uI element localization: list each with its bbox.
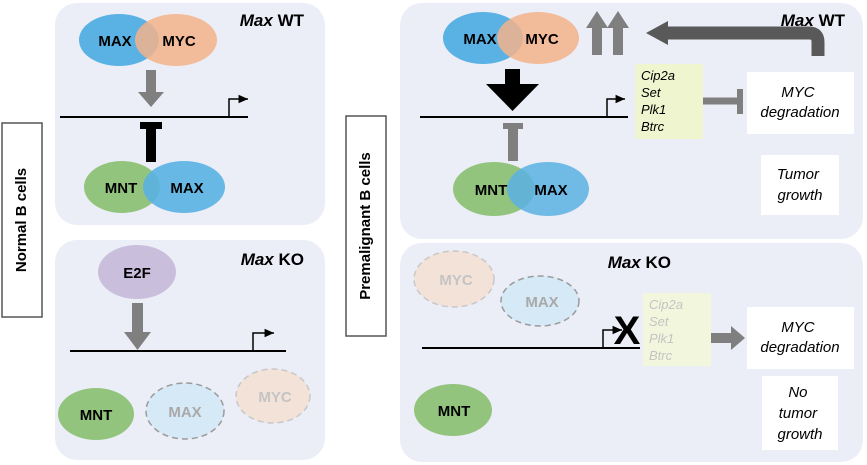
side-label-normal: Normal B cells bbox=[1, 122, 43, 318]
panel-premalignant-ko: Max KO MYC MAX X MNT Cip2a Set Plk1 Btrc… bbox=[400, 243, 863, 462]
gene-cip2a: Cip2a bbox=[649, 297, 683, 312]
max-ellipse bbox=[79, 14, 159, 66]
gene-set: Set bbox=[641, 85, 662, 100]
tss-arrow bbox=[586, 94, 625, 118]
gene-cip2a: Cip2a bbox=[641, 68, 675, 83]
gene-box-faded bbox=[643, 293, 711, 366]
gene-set: Set bbox=[649, 314, 670, 329]
no-tumor-growth-box bbox=[762, 376, 838, 450]
max-ellipse-2 bbox=[143, 161, 225, 213]
mnt-ellipse bbox=[84, 161, 160, 213]
mnt-ellipse bbox=[414, 384, 492, 436]
tss-arrow bbox=[583, 325, 622, 349]
myc-ellipse-ghost bbox=[235, 368, 311, 424]
max-ellipse-2 bbox=[507, 162, 589, 216]
feedback-arrow-head-icon bbox=[646, 21, 668, 45]
mnt-label: MNT bbox=[475, 182, 508, 199]
side-label-premalignant: Premalignant B cells bbox=[345, 115, 387, 337]
panel-premalignant-wt-title: Max WT bbox=[781, 11, 846, 30]
gene-plk1: Plk1 bbox=[641, 102, 666, 117]
inhibition-bar-icon bbox=[737, 89, 743, 114]
gene-btrc: Btrc bbox=[649, 348, 673, 363]
max2-label: MAX bbox=[534, 182, 567, 199]
panel-premalignant-ko-title: Max KO bbox=[608, 253, 671, 272]
tumor-growth-box bbox=[761, 155, 839, 215]
myc-ellipse bbox=[135, 14, 217, 66]
mnt-label: MNT bbox=[438, 403, 471, 420]
max-ellipse-ghost bbox=[145, 382, 225, 440]
gene-plk1: Plk1 bbox=[649, 331, 674, 346]
degradation-arrow-icon bbox=[731, 326, 745, 350]
gene-box bbox=[635, 64, 703, 139]
myc-label: MYC bbox=[162, 33, 196, 50]
myc-degradation-box bbox=[747, 72, 854, 134]
max-label: MAX bbox=[463, 31, 496, 48]
side-label-premalignant-text: Premalignant B cells bbox=[357, 152, 374, 300]
mnt-label: MNT bbox=[80, 407, 113, 424]
tumor-growth-text: Tumor growth bbox=[777, 166, 823, 204]
mnt-label: MNT bbox=[105, 180, 138, 197]
e2f-ellipse bbox=[98, 245, 176, 299]
strong-activation-arrow bbox=[486, 69, 539, 111]
myc-ellipse-ghost bbox=[413, 250, 495, 308]
myc-label-ghost: MYC bbox=[439, 272, 473, 289]
side-label-normal-text: Normal B cells bbox=[13, 168, 30, 272]
activation-arrow bbox=[138, 70, 164, 107]
panel-normal-ko-title: Max KO bbox=[241, 250, 304, 269]
myc-degradation-text: MYC degradation bbox=[760, 84, 839, 121]
no-tumor-growth-text: No tumor growth bbox=[777, 384, 822, 443]
degradation-arrow-shaft bbox=[711, 333, 733, 343]
gene-list-faded: Cip2a Set Plk1 Btrc bbox=[649, 297, 687, 363]
max-label-ghost: MAX bbox=[525, 294, 558, 311]
repression-stem bbox=[508, 123, 518, 161]
myc-degradation-text: MYC degradation bbox=[760, 319, 839, 356]
block-x-icon: X bbox=[614, 309, 641, 353]
feedback-arrow-shaft bbox=[665, 26, 825, 56]
upregulation-arrow-icon bbox=[586, 11, 608, 55]
myc-ellipse bbox=[497, 12, 579, 64]
tss-arrow bbox=[232, 328, 274, 352]
max2-label: MAX bbox=[170, 180, 203, 197]
myc-label: MYC bbox=[525, 31, 559, 48]
panel-normal-ko: Max KO E2F MNT MAX MYC bbox=[55, 240, 325, 460]
max-label-ghost: MAX bbox=[168, 404, 201, 421]
mnt-ellipse bbox=[58, 388, 134, 440]
gene-list: Cip2a Set Plk1 Btrc bbox=[641, 68, 679, 134]
e2f-label: E2F bbox=[123, 265, 151, 282]
tss-arrow bbox=[207, 94, 248, 118]
panel-premalignant-wt: Max WT MAX MYC MNT MAX Cip2a Set Plk1 Bt… bbox=[400, 3, 863, 239]
gene-btrc: Btrc bbox=[641, 119, 665, 134]
max-label: MAX bbox=[98, 33, 131, 50]
max-ellipse-ghost bbox=[500, 275, 580, 327]
repression-stem bbox=[146, 122, 156, 162]
panel-normal-wt-title: Max WT bbox=[240, 11, 305, 30]
upregulation-arrow-icon-2 bbox=[607, 11, 629, 55]
e2f-activation-arrow bbox=[124, 303, 151, 350]
myc-label-ghost: MYC bbox=[258, 389, 292, 406]
panel-normal-wt: Max WT MAX MYC MNT MAX bbox=[55, 3, 325, 225]
myc-degradation-box bbox=[747, 307, 854, 369]
